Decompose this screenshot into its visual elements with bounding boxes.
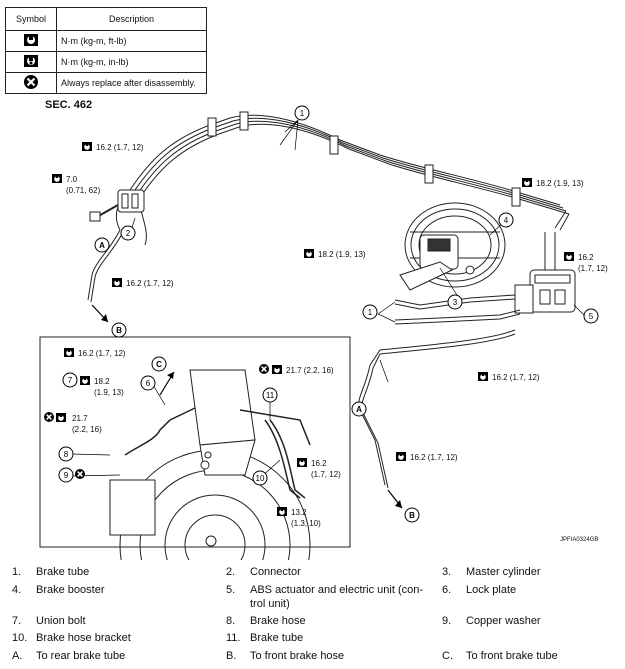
svg-text:B: B (116, 326, 122, 335)
svg-text:3: 3 (453, 298, 458, 307)
torque-label: 16.2 (578, 253, 594, 262)
svg-text:A: A (99, 241, 105, 250)
arrow-c-head (167, 372, 174, 379)
torque-label: 21.7 (72, 414, 88, 423)
torque-label: 21.7 (2.2, 16) (286, 366, 334, 375)
symbol-table: Symbol Description N·m (kg-m, ft-lb) N·m… (5, 7, 207, 94)
torque-label: 16.2 (1.7, 12) (78, 349, 126, 358)
torque-label: 7.0 (66, 175, 78, 184)
torque-label: 16.2 (1.7, 12) (96, 143, 144, 152)
arrow-b-right-head (395, 500, 402, 508)
tube-to-front-hose-right (358, 294, 521, 489)
callout-8: 8 (58, 446, 74, 462)
torque-label: (2.2, 16) (72, 425, 102, 434)
callout-2: 2 (120, 225, 136, 241)
strut-assembly (109, 369, 256, 536)
callout-c: C (151, 356, 167, 372)
torque-label: 18.2 (1.9, 13) (318, 250, 366, 259)
callout-7: 7 (62, 372, 78, 388)
svg-text:C: C (156, 360, 162, 369)
svg-text:11: 11 (266, 391, 275, 400)
symbol-row-description: Always replace after disassembly. (56, 72, 207, 94)
tube-to-front-hose-left (87, 229, 124, 303)
callout-1: 1 (294, 105, 310, 121)
bundle-clips (207, 111, 521, 207)
torque-label: 13.2 (291, 508, 307, 517)
callout-3: 3 (447, 294, 463, 310)
svg-text:4: 4 (504, 216, 509, 225)
callout-5: 5 (583, 308, 599, 324)
torque-label: (1.7, 12) (578, 264, 608, 273)
svg-text:8: 8 (64, 450, 69, 459)
svg-text:A: A (356, 405, 362, 414)
replace-icon (5, 72, 57, 94)
abs-actuator (514, 232, 576, 314)
torque-label: (0.71, 62) (66, 186, 101, 195)
torque-label: 16.2 (1.7, 12) (492, 373, 540, 382)
section-label: SEC. 462 (45, 99, 93, 111)
brake-hose (124, 407, 311, 499)
callout-a: A (94, 237, 110, 253)
callout-6: 6 (140, 375, 156, 391)
svg-text:1: 1 (368, 308, 373, 317)
svg-text:10: 10 (256, 474, 265, 483)
torque-label: 16.2 (1.7, 12) (126, 279, 174, 288)
brake-piping-diagram: 16.2 (1.7, 12) 7.0 (0.71, 62) 16.2 (1.7,… (39, 105, 608, 560)
torque-label: 18.2 (1.9, 13) (536, 179, 584, 188)
callout-9: 9 (58, 467, 74, 483)
svg-text:1: 1 (300, 109, 305, 118)
callout-11: 11 (262, 387, 278, 403)
callout-4: 4 (498, 212, 514, 228)
callout-a2: A (351, 401, 367, 417)
torque-label: (1.7, 12) (311, 470, 341, 479)
callout-b: B (111, 322, 127, 338)
svg-text:7: 7 (68, 376, 73, 385)
svg-text:6: 6 (146, 379, 151, 388)
torque-label-group: 16.2 (1.7, 12) 7.0 (0.71, 62) 16.2 (1.7,… (66, 143, 608, 528)
callout-group: 1 2 3 4 5 1 6 7 8 9 10 11 (58, 105, 599, 486)
master-cylinder (399, 234, 475, 291)
svg-text:5: 5 (589, 312, 594, 321)
figure-code: JPFIA0324GB (560, 537, 599, 543)
arrow-b-left-head (101, 314, 108, 322)
letter-callout-group: A B A B C (94, 237, 420, 523)
callout-1b: 1 (362, 304, 378, 320)
connector-block (89, 189, 145, 222)
svg-text:B: B (409, 511, 415, 520)
svg-text:9: 9 (64, 471, 69, 480)
torque-label: (1.9, 13) (94, 388, 124, 397)
torque-label: 16.2 (1.7, 12) (410, 453, 458, 462)
callout-10: 10 (252, 470, 268, 486)
svg-text:2: 2 (126, 229, 131, 238)
torque-label: 16.2 (311, 459, 327, 468)
torque-label: (1.3, 10) (291, 519, 321, 528)
callout-b2: B (404, 507, 420, 523)
torque-label: 18.2 (94, 377, 110, 386)
